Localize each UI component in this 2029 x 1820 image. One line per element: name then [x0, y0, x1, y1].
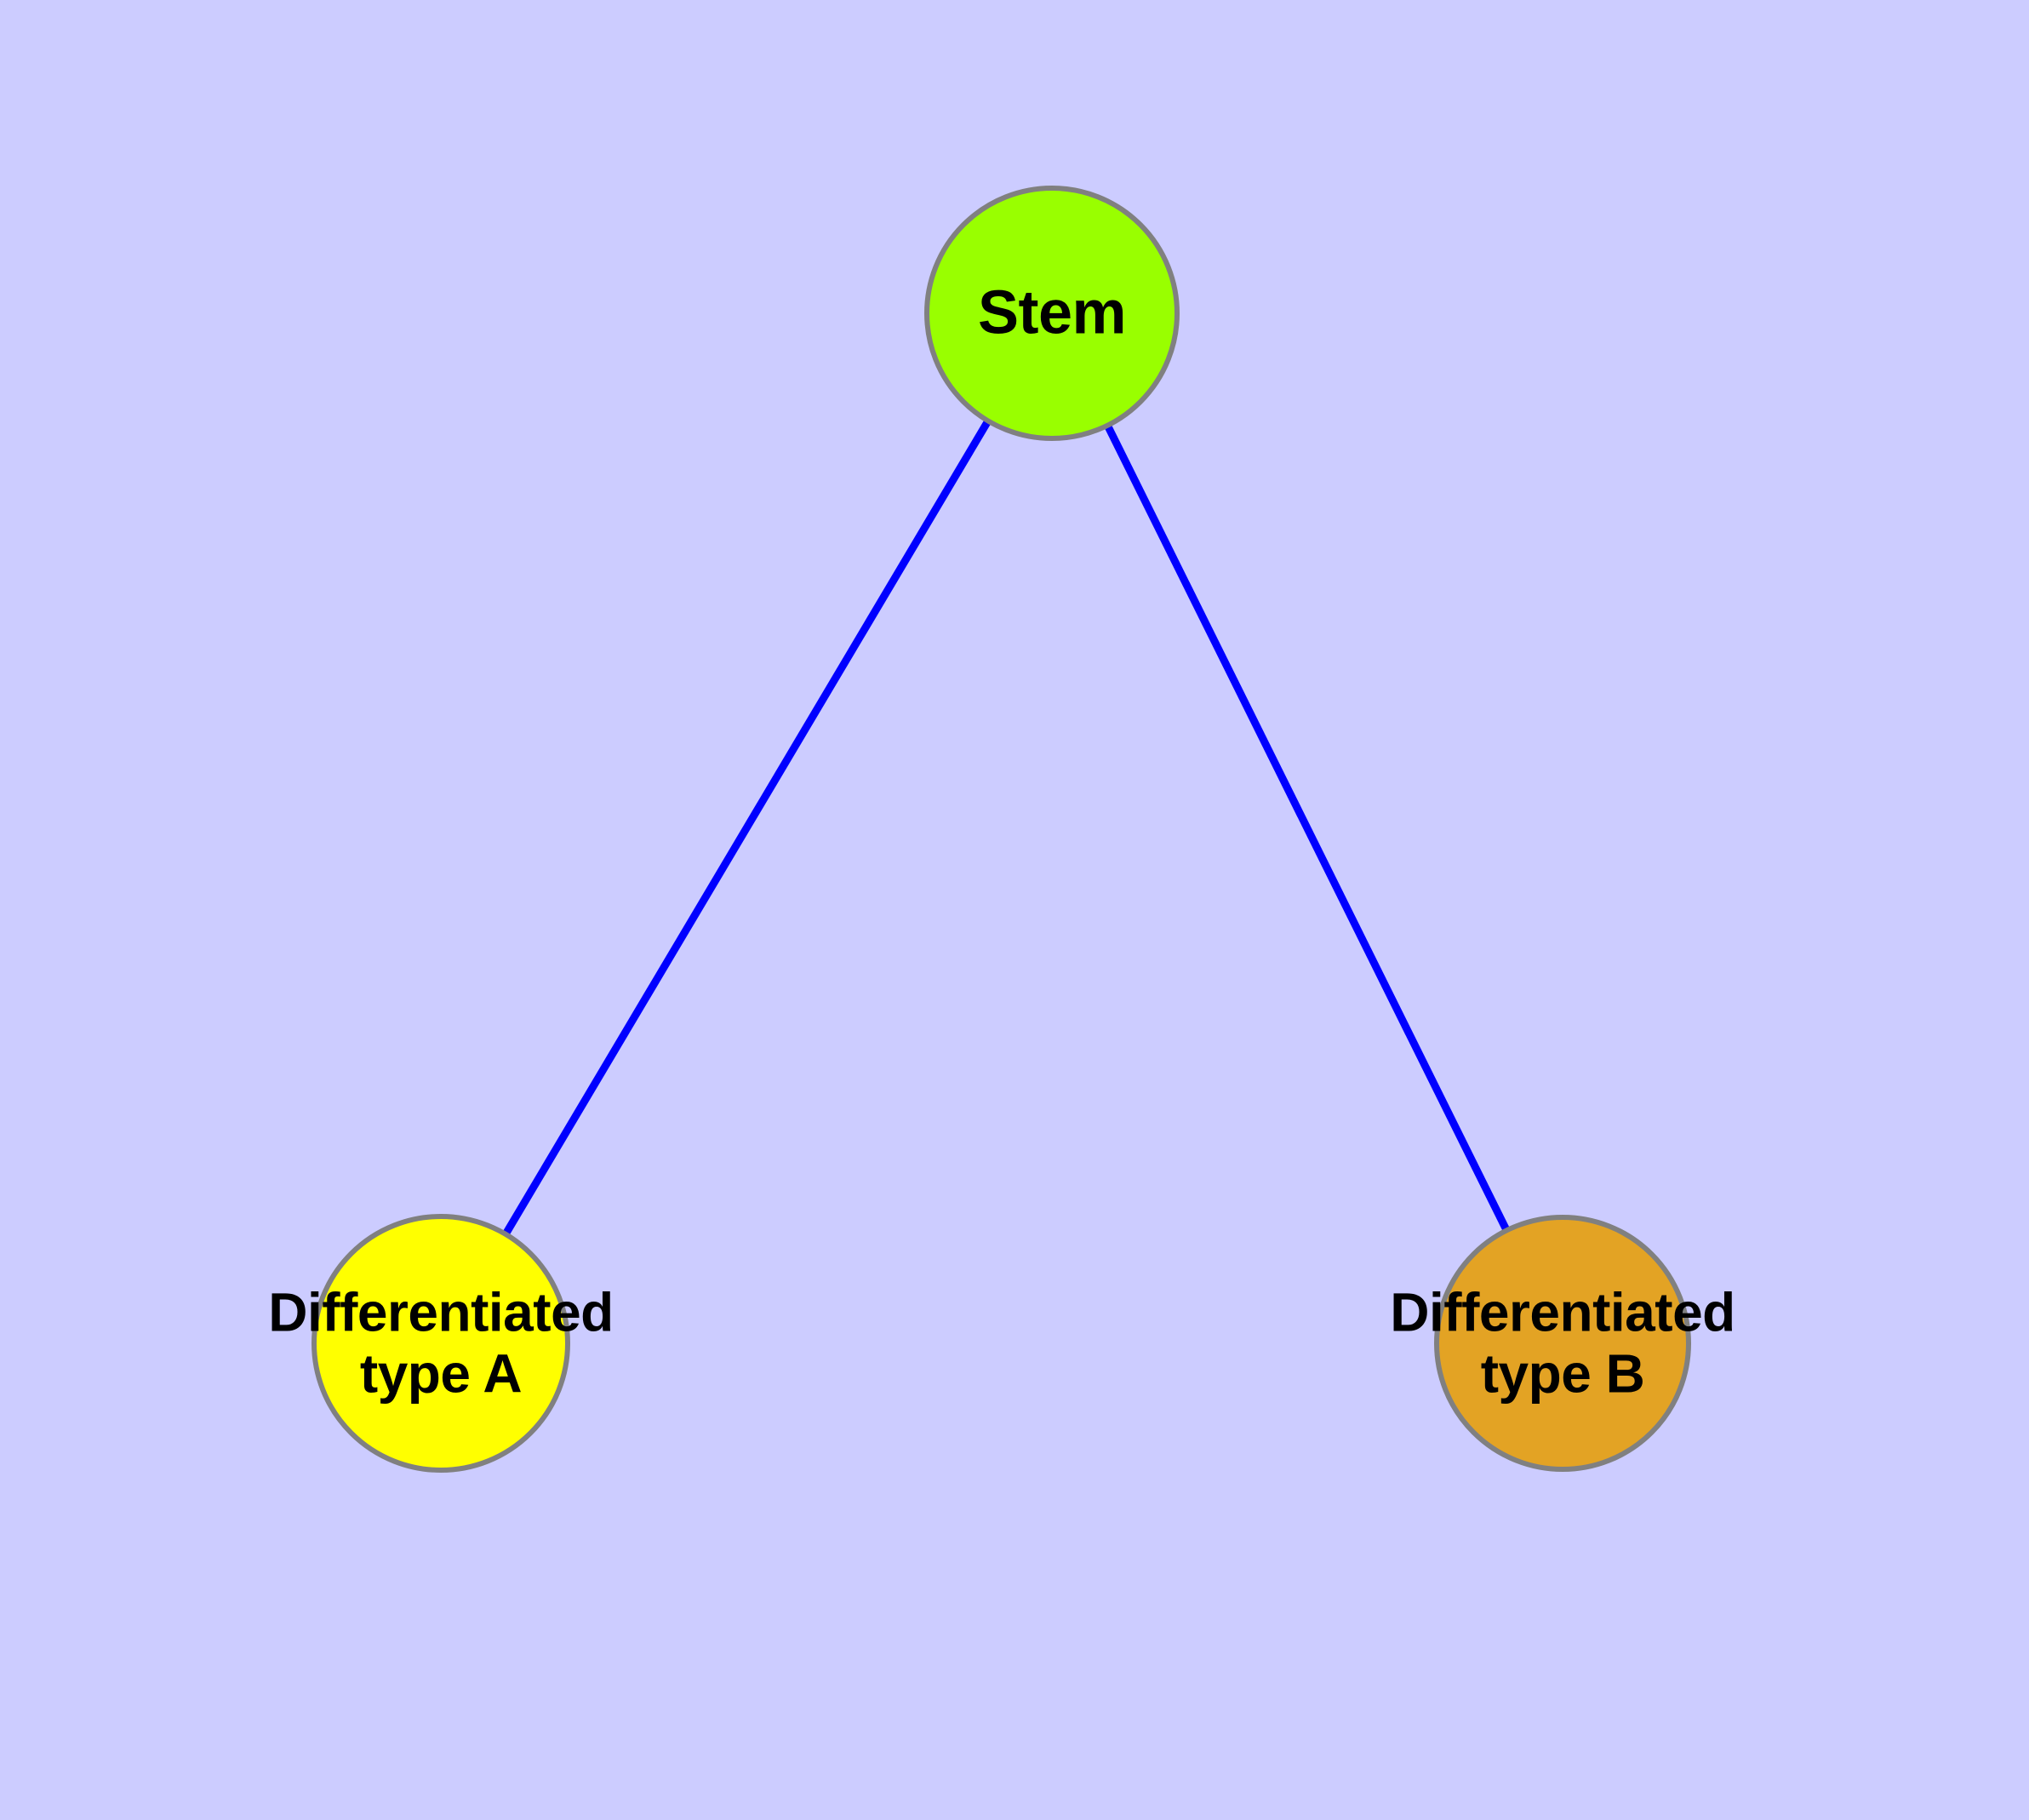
node-circle-diff-a[interactable]	[311, 1214, 570, 1473]
edge-stem-diff-a[interactable]	[500, 415, 993, 1239]
node-circle-diff-b[interactable]	[1434, 1215, 1691, 1472]
node-circle-stem[interactable]	[924, 186, 1180, 441]
node-layer	[311, 186, 1691, 1473]
edge-stem-diff-b[interactable]	[1102, 421, 1512, 1235]
edge-layer	[500, 415, 1512, 1239]
